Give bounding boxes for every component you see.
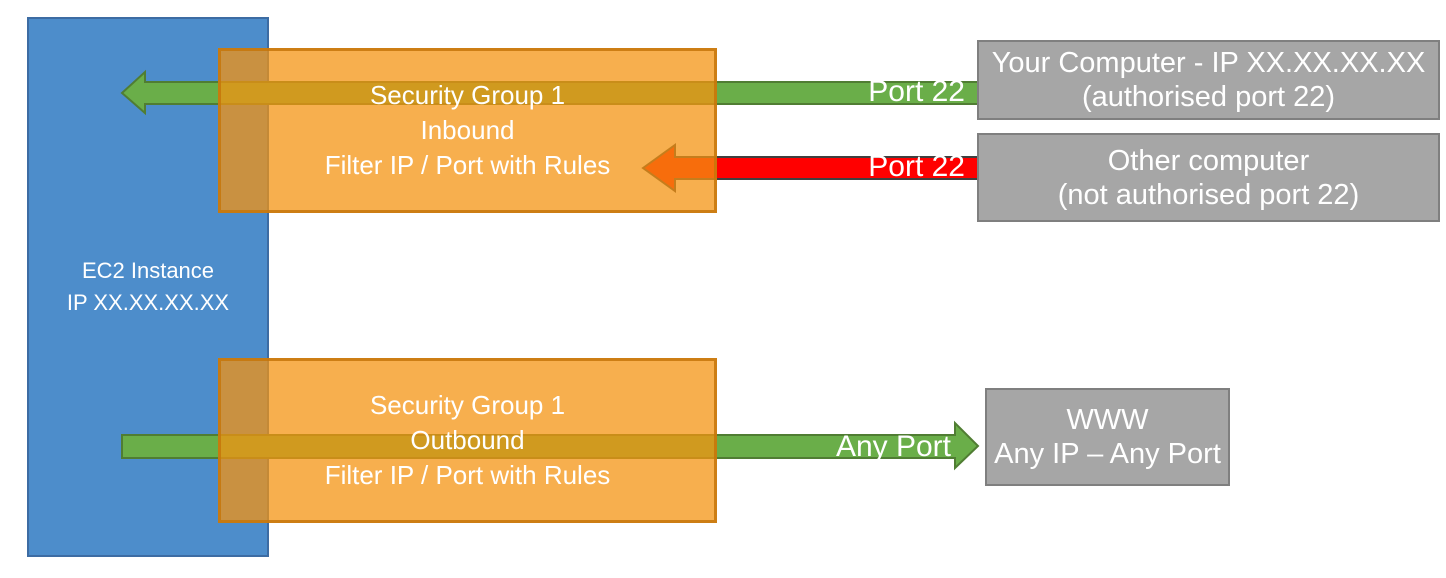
ec2-instance-ip: IP XX.XX.XX.XX (66, 290, 230, 315)
sg-inbound-rule: Filter IP / Port with Rules (324, 150, 611, 180)
sg-inbound-title: Security Group 1 (369, 80, 566, 110)
inbound-blocked-port-label: Port 22 (868, 150, 965, 183)
other-computer-title: Other computer (1107, 144, 1310, 177)
your-computer-box: Your Computer - IP XX.XX.XX.XX (authoris… (977, 40, 1440, 120)
inbound-allowed-port-label: Port 22 (868, 75, 965, 108)
outbound-port-label: Any Port (835, 430, 951, 463)
sg-outbound-title: Security Group 1 (369, 390, 566, 420)
security-group-inbound-box: Security Group 1 Inbound Filter IP / Por… (218, 48, 717, 213)
www-subtitle: Any IP – Any Port (994, 438, 1221, 470)
sg-outbound-rule: Filter IP / Port with Rules (324, 460, 611, 490)
your-computer-subtitle: (authorised port 22) (1081, 81, 1336, 113)
other-computer-subtitle: (not authorised port 22) (1057, 178, 1360, 211)
www-box: WWW Any IP – Any Port (985, 388, 1230, 486)
ec2-instance-name: EC2 Instance (81, 258, 215, 283)
security-group-outbound-box: Security Group 1 Outbound Filter IP / Po… (218, 358, 717, 523)
your-computer-title: Your Computer - IP XX.XX.XX.XX (991, 47, 1426, 79)
sg-inbound-direction: Inbound (420, 115, 515, 145)
www-title: WWW (1066, 404, 1149, 436)
other-computer-box: Other computer (not authorised port 22) (977, 133, 1440, 222)
sg-outbound-direction: Outbound (410, 425, 525, 455)
